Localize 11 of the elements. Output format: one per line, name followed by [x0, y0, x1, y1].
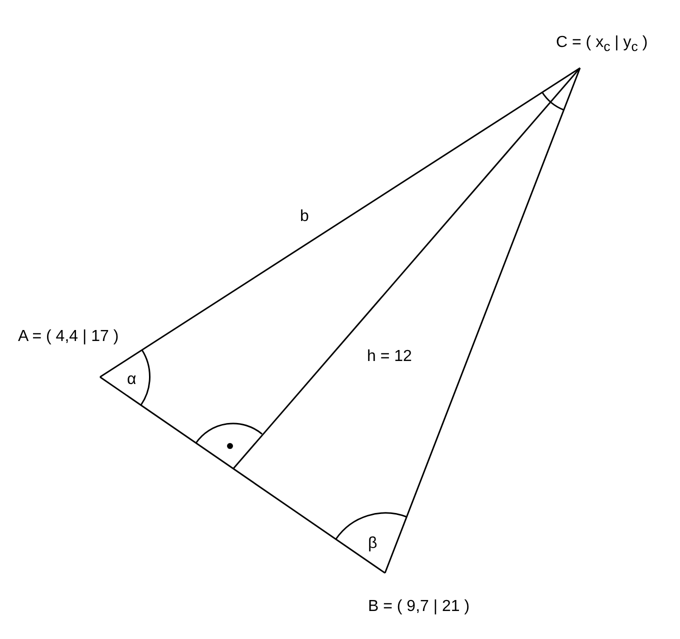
vertex-label: C = ( x$_{c}$ | y$_{c}$ ) [556, 34, 648, 56]
triangle-side [100, 376, 386, 574]
triangle-side [384, 68, 581, 574]
angle-label: α [127, 371, 136, 389]
edge-label: b [300, 208, 309, 226]
edge-label: h = 12 [367, 348, 412, 366]
vertex-label: A = ( 4,4 | 17 ) [18, 328, 119, 346]
vertex-label: B = ( 9,7 | 21 ) [368, 598, 470, 616]
triangle-side [100, 67, 580, 378]
angle-label: β [368, 535, 378, 553]
altitude-line [232, 68, 581, 470]
